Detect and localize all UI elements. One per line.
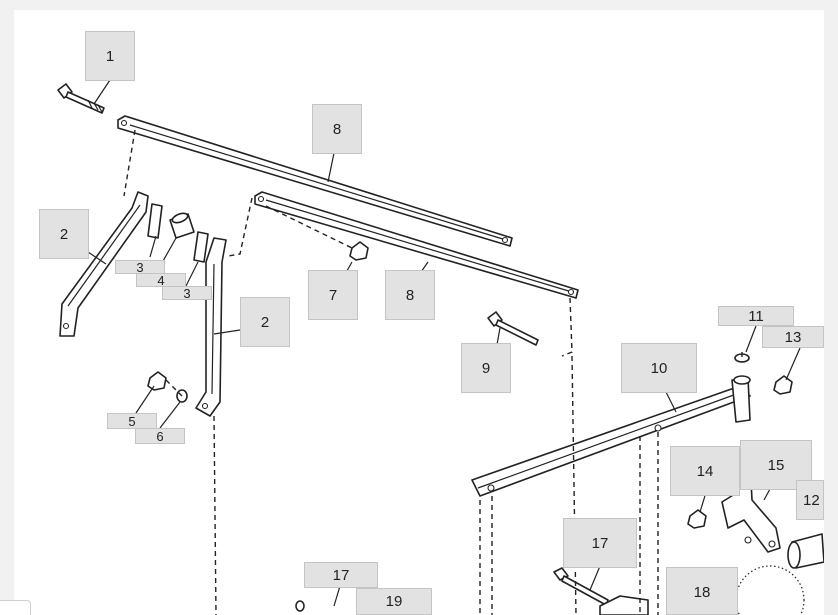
callout-3-right: 3	[162, 285, 212, 301]
bolt-part-19	[295, 600, 305, 612]
callout-13: 13	[762, 326, 824, 348]
leader-lines	[87, 79, 801, 607]
callout-1-label: 1	[105, 47, 115, 65]
callout-17-left-label: 17	[332, 566, 350, 584]
bolt-part-1	[57, 83, 105, 114]
nut-part-5	[147, 371, 167, 391]
callout-5-label: 5	[128, 413, 136, 429]
assembly-lines	[123, 129, 743, 615]
callout-4-label: 4	[157, 272, 165, 288]
callout-2-left-label: 2	[59, 225, 69, 243]
parts-diagram: 1 8 2 2 3 4 3 5 6 7 8 9 10 11 13 14 15 1…	[14, 10, 824, 615]
callout-18: 18	[666, 567, 738, 615]
callout-17-right: 17	[563, 518, 637, 568]
bolt-part-9	[487, 311, 539, 346]
callout-1: 1	[85, 31, 135, 81]
callout-14-label: 14	[696, 462, 714, 480]
casting-part-18	[599, 565, 805, 615]
nut-part-7	[349, 241, 369, 261]
bracket-part-3-right	[193, 231, 209, 263]
callout-8-lower: 8	[385, 270, 435, 320]
bolt-part-17	[553, 567, 609, 606]
callout-10-label: 10	[650, 359, 668, 377]
callout-12: 12	[796, 480, 824, 520]
callout-2-right: 2	[240, 297, 290, 347]
roller-part-12	[787, 533, 824, 569]
callout-11: 11	[718, 306, 794, 326]
callout-8-upper-label: 8	[332, 120, 342, 138]
callout-9: 9	[461, 343, 511, 393]
callout-10: 10	[621, 343, 697, 393]
callout-15-label: 15	[767, 456, 785, 474]
tie-bar-part-8-upper	[117, 115, 513, 247]
nut-part-13	[773, 375, 793, 395]
nut-part-14	[687, 509, 707, 529]
callout-7-label: 7	[328, 286, 338, 304]
sleeve-part-4	[169, 212, 195, 239]
tie-bar-part-8-lower	[254, 191, 579, 299]
callout-13-label: 13	[784, 328, 802, 346]
callout-6: 6	[135, 428, 185, 444]
callout-8-upper: 8	[312, 104, 362, 154]
callout-17-left: 17	[304, 562, 378, 588]
callout-19-label: 19	[385, 593, 403, 610]
callout-5: 5	[107, 413, 157, 429]
arm-part-2-right	[195, 237, 227, 417]
callout-3-left-label: 3	[136, 259, 144, 275]
arm-part-2-left	[59, 191, 149, 337]
callout-12-label: 12	[803, 491, 820, 509]
callout-4: 4	[136, 272, 186, 288]
callout-18-label: 18	[693, 584, 711, 601]
callout-14: 14	[670, 446, 740, 496]
callout-9-label: 9	[481, 359, 491, 377]
callout-2-left: 2	[39, 209, 89, 259]
callout-2-right-label: 2	[260, 313, 270, 331]
corner-tab[interactable]	[0, 600, 31, 615]
callout-6-label: 6	[156, 428, 164, 444]
callout-7: 7	[308, 270, 358, 320]
callout-19: 19	[356, 588, 432, 615]
callout-17-right-label: 17	[591, 534, 609, 552]
callout-3-right-label: 3	[183, 285, 191, 301]
callout-8-lower-label: 8	[405, 286, 415, 304]
crossbar-part-10	[471, 375, 751, 497]
exploded-view-drawing	[57, 79, 824, 615]
callout-11-label: 11	[748, 307, 764, 325]
bracket-part-3-left	[147, 203, 163, 239]
